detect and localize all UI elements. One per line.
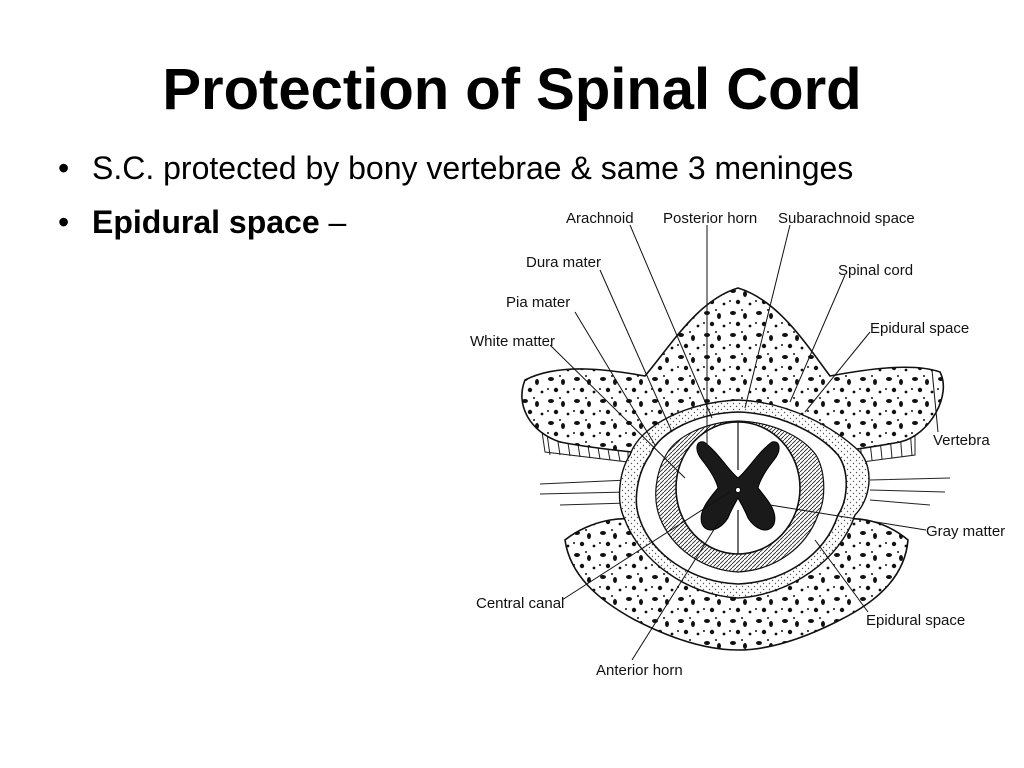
label-arachnoid: Arachnoid [566,210,634,227]
label-white-matter: White matter [470,333,555,350]
bullet-item-2: • Epidural space – [58,202,878,242]
label-spinal-cord: Spinal cord [838,262,913,279]
bullet-marker: • [58,150,70,186]
label-subarachnoid-space: Subarachnoid space [778,210,915,227]
label-epidural-space-top: Epidural space [870,320,969,337]
label-pia-mater: Pia mater [506,294,570,311]
central-canal-dot [735,487,741,493]
label-vertebra: Vertebra [933,432,990,449]
bullet-text: – [319,204,347,240]
slide-title: Protection of Spinal Cord [162,57,862,122]
gray-matter-butterfly [696,441,780,531]
bullet-list: • S.C. protected by bony vertebrae & sam… [58,148,878,256]
label-gray-matter: Gray matter [926,523,1005,540]
bullet-item-1: • S.C. protected by bony vertebrae & sam… [58,148,878,188]
label-posterior-horn: Posterior horn [663,210,757,227]
bullet-text: S.C. protected by bony vertebrae & same … [92,150,854,186]
bullet-bold-term: Epidural space [92,204,320,240]
leader-lines [549,224,939,661]
label-anterior-horn: Anterior horn [596,662,683,679]
label-epidural-space-bottom: Epidural space [866,612,965,629]
label-dura-mater: Dura mater [526,254,601,271]
bullet-marker: • [58,204,70,240]
label-central-canal: Central canal [476,595,564,612]
